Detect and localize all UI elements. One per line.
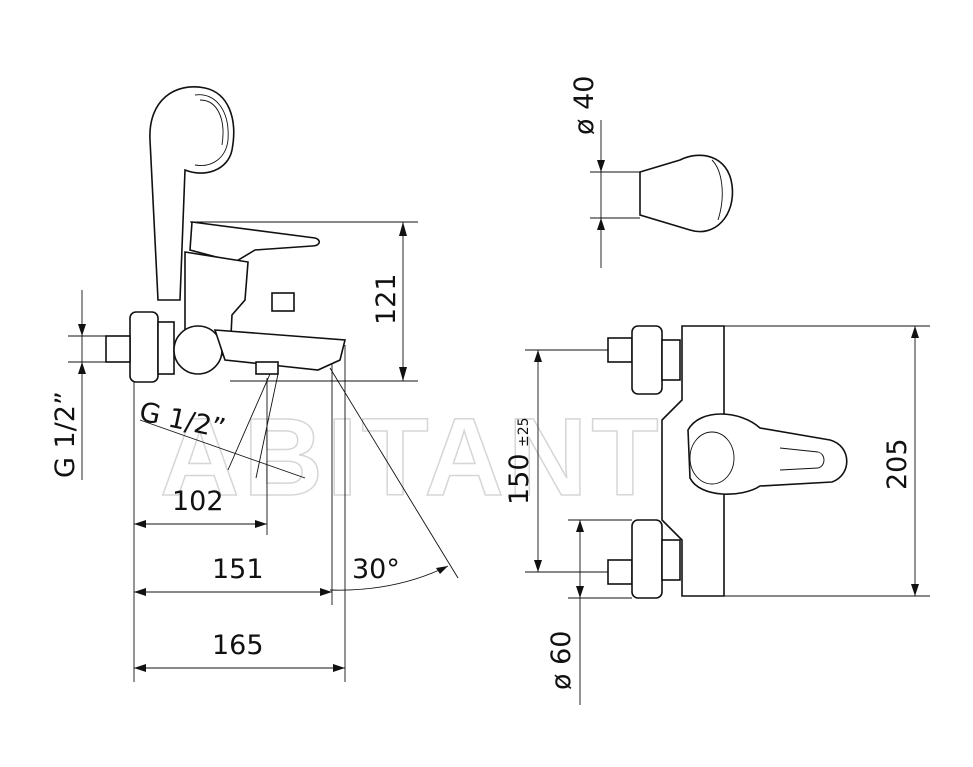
upper-nut — [661, 339, 681, 381]
outlet — [255, 361, 279, 375]
hand-shower — [149, 86, 235, 301]
dim-151: 151 — [212, 554, 264, 585]
lower-rosette — [631, 519, 663, 599]
upper-connector — [607, 337, 633, 363]
watermark: ABITANT — [160, 396, 663, 519]
ball-joint — [173, 325, 223, 375]
front-lever — [687, 413, 848, 495]
side-view: 121 G 1/2” G 1/2” 102 151 165 30° — [50, 86, 459, 682]
rosette-nut — [157, 321, 175, 375]
dim-head-diameter: ø 40 — [569, 76, 600, 135]
front-view: 150 ±25 205 ø 60 — [504, 325, 930, 705]
dim-spacing: 150 — [504, 453, 535, 505]
upper-rosette — [631, 325, 663, 395]
dim-102: 102 — [172, 486, 224, 517]
lower-nut — [661, 539, 681, 581]
dim-angle: 30° — [352, 554, 400, 585]
wall-connector — [105, 335, 131, 363]
dim-121: 121 — [371, 273, 402, 325]
dim-thread-left: G 1/2” — [50, 391, 81, 478]
dim-165: 165 — [212, 630, 264, 661]
diverter-knob — [271, 292, 295, 312]
head-detail: ø 40 — [569, 76, 734, 268]
spout — [213, 329, 347, 371]
dim-rosette-diameter: ø 60 — [546, 631, 577, 690]
dim-spacing-tolerance: ±25 — [516, 417, 532, 447]
lever-handle — [189, 221, 321, 263]
dim-205: 205 — [882, 438, 913, 490]
lower-connector — [607, 559, 633, 585]
wall-rosette — [129, 311, 159, 383]
